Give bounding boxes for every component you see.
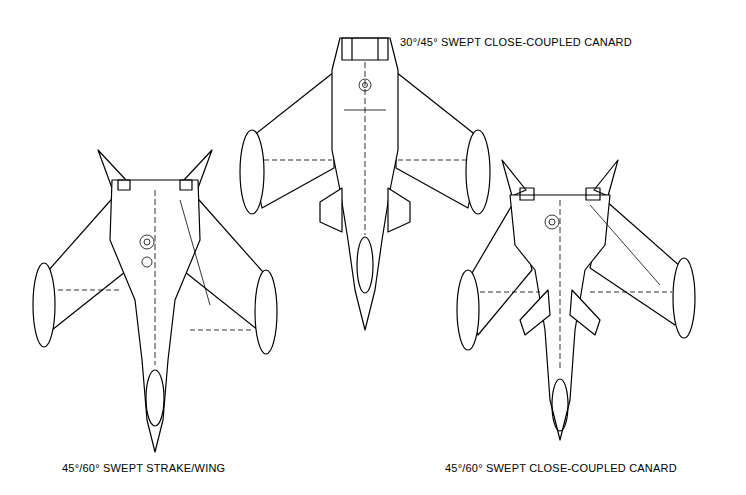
close-coupled-canard-aircraft-top: [457, 160, 695, 440]
figure-caption: 45°/60° SWEPT STRAKE/WING: [62, 462, 225, 475]
figure-caption: 45°/60° SWEPT CLOSE-COUPLED CANARD: [445, 462, 677, 475]
canard-aircraft-top: [240, 38, 490, 330]
figure-caption: 30°/45° SWEPT CLOSE-COUPLED CANARD: [400, 36, 632, 49]
strake-wing-aircraft-top: [33, 150, 277, 452]
